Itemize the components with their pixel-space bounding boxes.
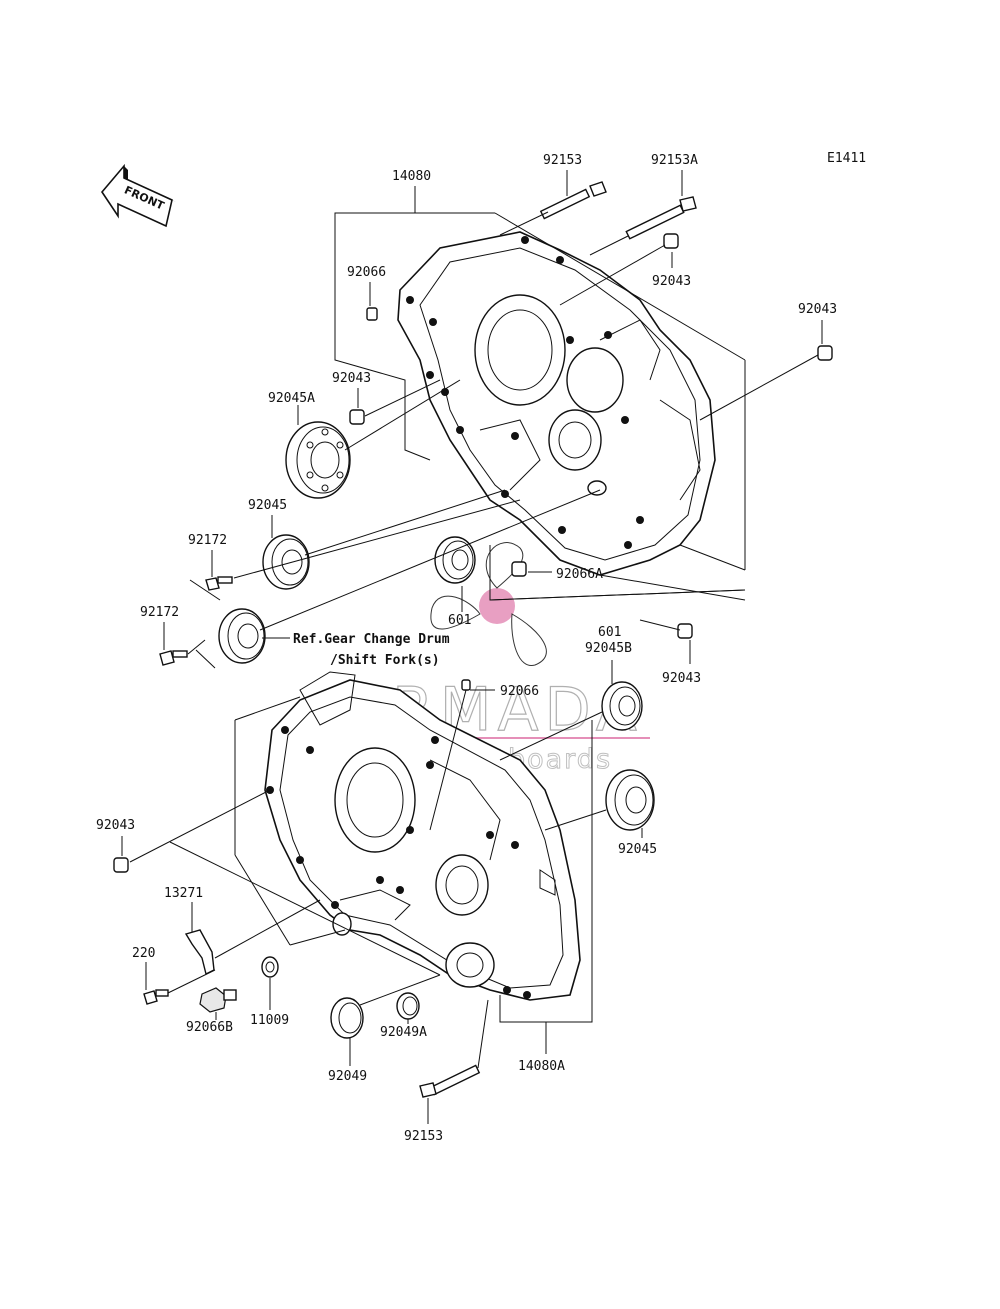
part-label-13271: 13271 xyxy=(164,886,203,901)
part-label-92066-top: 92066 xyxy=(347,265,386,280)
part-label-92045A: 92045A xyxy=(268,391,315,406)
drain-plug-92066B-icon xyxy=(199,987,237,1013)
part-label-92043-e: 92043 xyxy=(96,818,135,833)
part-label-14080: 14080 xyxy=(392,169,431,184)
bearing-601-upper xyxy=(434,536,476,584)
part-label-92066B: 92066B xyxy=(186,1020,233,1035)
oil-seal-92049 xyxy=(330,997,364,1039)
part-label-92043-a: 92043 xyxy=(652,274,691,289)
reference-note-line2: /Shift Fork(s) xyxy=(330,653,440,668)
diagram-code: E1411 xyxy=(827,151,866,166)
bolt-220-icon xyxy=(143,989,169,1005)
part-label-11009: 11009 xyxy=(250,1013,289,1028)
bearing-lower-left xyxy=(218,608,266,664)
bolt-92153A-icon xyxy=(625,196,697,240)
part-label-92153A: 92153A xyxy=(651,153,698,168)
bearing-92045A xyxy=(285,421,351,499)
bracket-13271-icon xyxy=(184,929,215,976)
part-label-92049: 92049 xyxy=(328,1069,367,1084)
part-label-601-a: 601 xyxy=(448,613,471,628)
armada-logo xyxy=(430,542,547,666)
part-label-92066A: 92066A xyxy=(556,567,603,582)
oil-seal-92049A xyxy=(396,992,420,1020)
part-label-92043-c: 92043 xyxy=(332,371,371,386)
front-arrow-icon: FRONT xyxy=(101,163,176,228)
part-label-220: 220 xyxy=(132,946,155,961)
part-label-92045-right: 92045 xyxy=(618,842,657,857)
part-label-92043-d: 92043 xyxy=(662,671,701,686)
bearing-92045-left xyxy=(262,534,310,590)
part-label-92045B: 92045B xyxy=(585,641,632,656)
part-label-92153-bottom: 92153 xyxy=(404,1129,443,1144)
part-label-601-b: 601 xyxy=(598,625,621,640)
part-label-92066-mid: 92066 xyxy=(500,684,539,699)
bolt-92153-bottom-icon xyxy=(419,1064,481,1098)
bolt-92153-top-icon xyxy=(539,181,607,220)
part-label-92172-a: 92172 xyxy=(188,533,227,548)
part-label-92045-left: 92045 xyxy=(248,498,287,513)
part-label-92172-b: 92172 xyxy=(140,605,179,620)
part-label-92049A: 92049A xyxy=(380,1025,427,1040)
bolt-92172-a-icon xyxy=(205,576,233,591)
reference-note-line1: Ref.Gear Change Drum xyxy=(293,632,450,647)
oil-seal-mid xyxy=(332,912,352,936)
washer-11009-icon xyxy=(261,956,279,978)
part-label-14080A: 14080A xyxy=(518,1059,565,1074)
bearing-92045-right xyxy=(605,769,655,831)
leader-lines xyxy=(121,170,823,1124)
part-label-92153-top: 92153 xyxy=(543,153,582,168)
upper-crankcase-14080 xyxy=(397,231,716,576)
dowel-pins xyxy=(113,233,833,873)
bearing-92045B xyxy=(601,681,643,731)
part-label-92043-b: 92043 xyxy=(798,302,837,317)
bolt-92172-b-icon xyxy=(159,650,188,666)
